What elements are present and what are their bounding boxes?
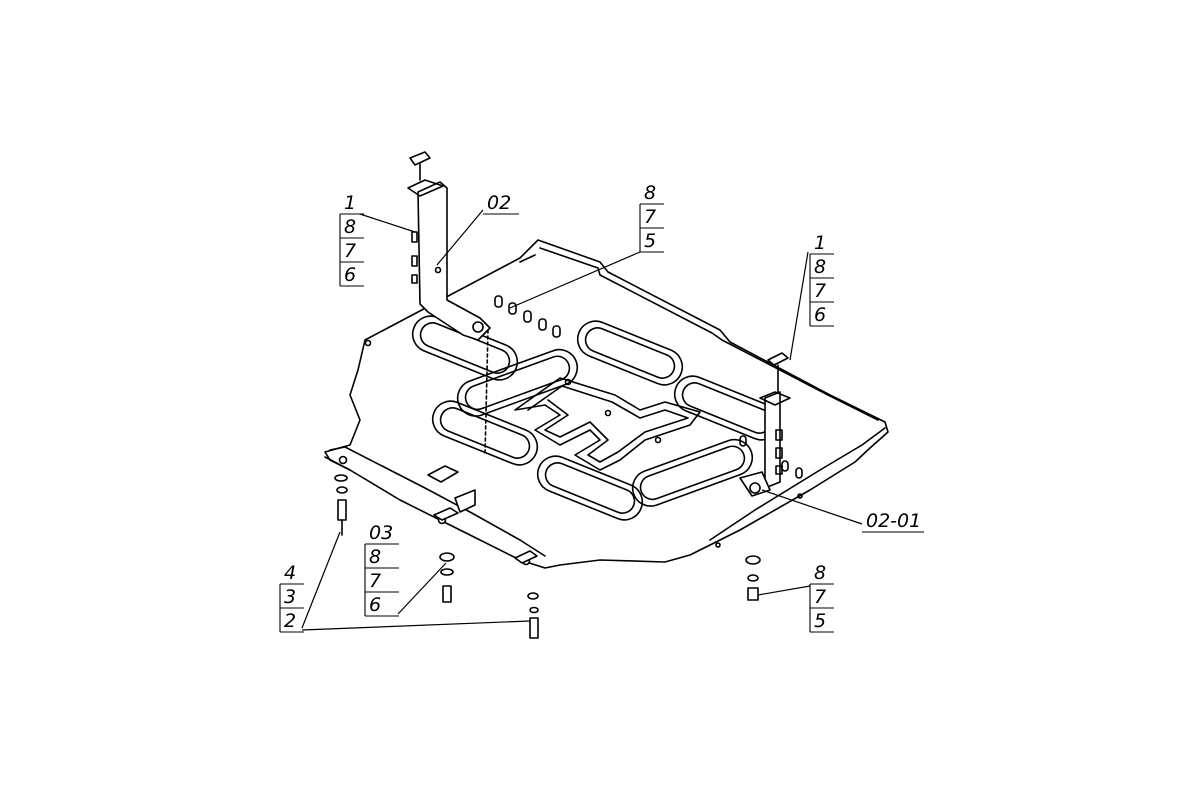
callout-c2: 02 <box>483 192 519 215</box>
callout-c1-label-1: 8 <box>344 216 356 238</box>
callout-c4-label-0: 1 <box>814 232 826 254</box>
skid-plate <box>324 239 889 569</box>
callout-c7-label-2: 2 <box>284 610 296 632</box>
bracket-02 <box>407 151 491 456</box>
callout-c8-label-1: 7 <box>814 586 826 608</box>
callout-c7-label-0: 4 <box>284 562 296 584</box>
callout-c1-label-2: 7 <box>344 240 356 262</box>
callout-c7-label-1: 3 <box>284 586 296 608</box>
callout-c5: 02-01 <box>862 510 924 533</box>
callout-c5-label-0: 02-01 <box>866 510 921 532</box>
leader-lines <box>301 209 863 631</box>
callout-c3: 875 <box>639 182 664 253</box>
callout-c1-label-3: 6 <box>344 264 356 286</box>
callout-c6-label-2: 7 <box>369 570 381 592</box>
callout-c8-label-0: 8 <box>814 562 826 584</box>
callout-c3-label-2: 5 <box>644 230 656 252</box>
callout-c8: 875 <box>809 562 834 633</box>
callout-c1-label-0: 1 <box>344 192 356 214</box>
callout-c4-label-3: 6 <box>814 304 826 326</box>
callout-c6-label-1: 8 <box>369 546 381 568</box>
callout-c6-label-3: 6 <box>369 594 381 616</box>
callout-c3-label-1: 7 <box>644 206 656 228</box>
callout-c3-label-0: 8 <box>644 182 656 204</box>
callout-c2-label-0: 02 <box>487 192 511 214</box>
callout-c4-label-2: 7 <box>814 280 826 302</box>
fasteners <box>334 455 761 639</box>
callout-c7: 432 <box>279 562 304 633</box>
callout-c4-label-1: 8 <box>814 256 826 278</box>
stamped-slots <box>364 315 803 548</box>
callout-c8-label-2: 5 <box>814 610 826 632</box>
callout-c6-label-0: 03 <box>369 522 393 544</box>
